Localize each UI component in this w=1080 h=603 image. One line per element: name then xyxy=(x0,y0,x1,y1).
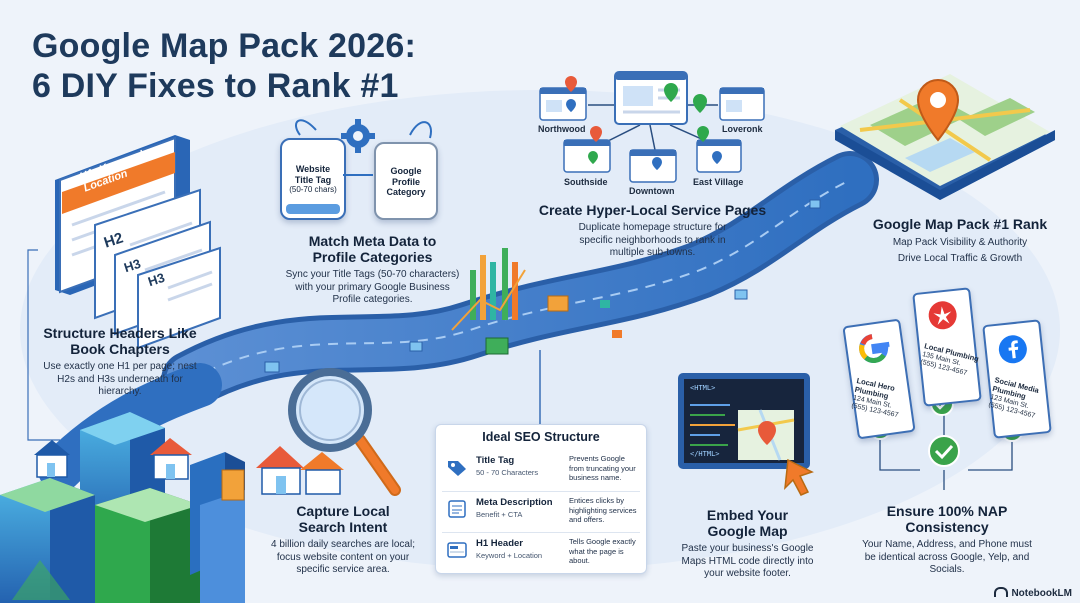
code-close-label: </HTML> xyxy=(690,450,720,458)
tag-left-line-2: Title Tag xyxy=(294,174,332,185)
seo-row-label: Meta Description xyxy=(476,497,553,508)
seo-row-meta-description: Meta Description Benefit + CTA Entices c… xyxy=(442,495,640,533)
house-icons xyxy=(34,438,192,480)
hyperlocal-text: Duplicate homepage structure for specifi… xyxy=(578,222,727,258)
website-title-tag-card: Website Title Tag (50-70 chars) xyxy=(280,138,346,220)
homepage-window xyxy=(614,71,688,125)
neighborhood-label-downtown: Downtown xyxy=(629,186,675,196)
map-pack-tile xyxy=(835,74,1055,200)
facebook-icon xyxy=(998,335,1027,364)
seo-row-title-tag: Title Tag 50 - 70 Characters Prevents Go… xyxy=(442,453,640,491)
seo-structure-card: Ideal SEO Structure Title Tag 50 - 70 Ch… xyxy=(435,424,647,574)
neighborhood-label-southside: Southside xyxy=(564,177,608,187)
nap-card-yelp: Local Plumbing 135 Main St. (555) 123-45… xyxy=(912,287,982,407)
title-line-2: 6 DIY Fixes to Rank #1 xyxy=(32,67,399,105)
title-line-1: Google Map Pack 2026: xyxy=(32,27,417,65)
brand-text: NotebookLM xyxy=(1011,588,1072,599)
building-cluster xyxy=(0,412,245,603)
neighborhood-houses xyxy=(256,446,344,495)
headers-heading-line-2: Book Chapters xyxy=(70,341,170,357)
intent-heading-line-2: Search Intent xyxy=(298,519,388,535)
embed-text: Paste your business's Google Maps HTML c… xyxy=(681,543,814,579)
magnifier-icon xyxy=(288,368,401,496)
nap-section: Ensure 100% NAP Consistency Your Name, A… xyxy=(862,503,1032,577)
embed-section: Embed Your Google Map Paste your busines… xyxy=(680,507,815,581)
nap-card-google: Local Hero Plumbing 124 Main St. (555) 1… xyxy=(842,318,916,440)
neighborhood-label-northwood: Northwood xyxy=(538,124,586,134)
nap-text: Your Name, Address, and Phone must be id… xyxy=(862,539,1032,575)
meta-heading-line-2: Profile Categories xyxy=(312,249,433,265)
meta-text: Sync your Title Tags (50-70 characters) … xyxy=(285,269,460,305)
tag-icon xyxy=(448,461,466,476)
embed-heading-line-1: Embed Your xyxy=(706,507,789,523)
code-monitor xyxy=(678,373,814,496)
seo-structure-title: Ideal SEO Structure xyxy=(482,430,600,444)
yelp-icon xyxy=(928,301,957,330)
document-icon xyxy=(448,500,466,518)
headers-text: Use exactly one H1 per page; nest H2s an… xyxy=(43,361,197,397)
hyperlocal-heading: Create Hyper-Local Service Pages xyxy=(538,202,767,218)
tag-right-line-3: Category xyxy=(386,187,426,197)
intent-text: 4 billion daily searches are local; focu… xyxy=(271,539,415,575)
google-icon xyxy=(859,334,891,363)
google-profile-category-card: Google Profile Category xyxy=(374,142,438,220)
seo-row-desc: Tells Google exactly what the page is ab… xyxy=(569,537,636,565)
tag-left-line-1: Website xyxy=(295,164,331,174)
page-title: Google Map Pack 2026: 6 DIY Fixes to Ran… xyxy=(32,26,416,106)
neighborhood-label-loveronk: Loveronk xyxy=(722,124,763,134)
meta-heading-line-1: Match Meta Data to xyxy=(308,233,437,249)
seo-row-label: H1 Header xyxy=(476,538,523,549)
seo-row-desc: Prevents Google from truncating your bus… xyxy=(569,454,636,482)
nap-card-facebook: Social Media Plumbing 123 Main St. (555)… xyxy=(982,319,1052,439)
brand-label: NotebookLM xyxy=(994,587,1072,599)
nap-heading-line-1: Ensure 100% NAP xyxy=(886,503,1008,519)
intent-section: Capture Local Search Intent 4 billion da… xyxy=(268,503,418,577)
header-stack xyxy=(55,135,221,350)
gear-icon xyxy=(341,119,375,153)
header-icon xyxy=(447,542,467,558)
rank-line-2: Drive Local Traffic & Growth xyxy=(897,252,1023,264)
neighborhood-pages xyxy=(539,76,765,183)
seo-row-sub: Keyword + Location xyxy=(476,551,543,560)
rank-heading: Google Map Pack #1 Rank xyxy=(872,216,1048,232)
headers-section: Structure Headers Like Book Chapters Use… xyxy=(36,325,204,399)
sync-arrow xyxy=(343,174,373,176)
seo-row-label: Title Tag xyxy=(476,455,515,466)
tag-left-line-3: (50-70 chars) xyxy=(289,185,337,194)
nap-heading-line-2: Consistency xyxy=(905,519,989,535)
seo-row-h1-header: H1 Header Keyword + Location Tells Googl… xyxy=(442,536,640,574)
notebooklm-icon xyxy=(994,587,1009,597)
hyperlocal-section: Create Hyper-Local Service Pages Duplica… xyxy=(535,202,770,260)
rank-section: Google Map Pack #1 Rank Map Pack Visibil… xyxy=(870,216,1050,265)
neighborhood-label-east-village: East Village xyxy=(693,177,744,187)
seo-row-sub: 50 - 70 Characters xyxy=(476,468,539,477)
seo-row-sub: Benefit + CTA xyxy=(476,510,523,519)
code-open-label: <HTML> xyxy=(690,384,716,392)
intent-heading-line-1: Capture Local xyxy=(296,503,390,519)
tag-right-line-2: Profile xyxy=(391,176,420,187)
headers-heading-line-1: Structure Headers Like xyxy=(43,325,197,341)
tag-right-line-1: Google xyxy=(390,166,422,176)
embed-heading-line-2: Google Map xyxy=(707,523,788,539)
meta-section: Match Meta Data to Profile Categories Sy… xyxy=(280,233,465,307)
rank-line-1: Map Pack Visibility & Authority xyxy=(892,237,1028,248)
seo-row-desc: Entices clicks by highlighting services … xyxy=(569,496,637,524)
